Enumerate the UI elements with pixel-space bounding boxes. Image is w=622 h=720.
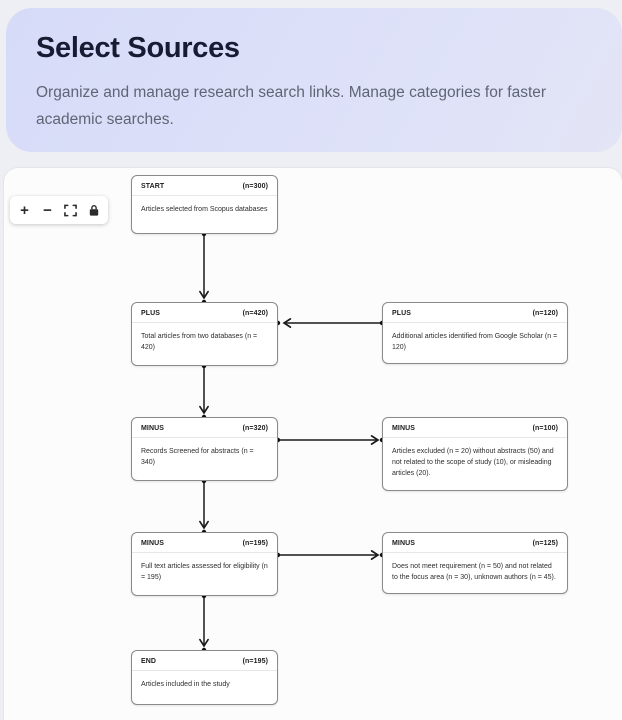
fit-view-button[interactable] xyxy=(59,198,82,222)
fit-view-icon xyxy=(64,204,77,217)
node-description: Additional articles identified from Goog… xyxy=(392,333,558,352)
flow-node-end[interactable]: END (n=195) Articles included in the stu… xyxy=(131,650,278,705)
node-type-label: MINUS xyxy=(392,540,416,547)
node-description: Articles selected from Scopus databases xyxy=(141,206,268,213)
node-count: (n=420) xyxy=(242,310,268,317)
node-description: Does not meet requirement (n = 50) and n… xyxy=(392,563,556,582)
node-count: (n=120) xyxy=(532,310,558,317)
lock-icon xyxy=(88,204,100,217)
node-type-label: PLUS xyxy=(392,310,412,317)
node-count: (n=100) xyxy=(532,425,558,432)
node-description: Articles excluded (n = 20) without abstr… xyxy=(392,448,554,478)
minus-icon: − xyxy=(43,201,52,219)
page-header: Select Sources Organize and manage resea… xyxy=(6,8,622,152)
page-title: Select Sources xyxy=(36,32,240,64)
canvas-controls: + − xyxy=(10,196,108,224)
lock-button[interactable] xyxy=(82,198,105,222)
flow-node-minus-320[interactable]: MINUS (n=320) Records Screened for abstr… xyxy=(131,417,278,481)
node-description: Articles included in the study xyxy=(141,681,230,688)
node-description: Full text articles assessed for eligibil… xyxy=(141,563,268,582)
node-type-label: START xyxy=(141,183,165,190)
flow-canvas[interactable]: + − xyxy=(4,168,622,720)
flow-node-minus-100[interactable]: MINUS (n=100) Articles excluded (n = 20)… xyxy=(382,417,568,491)
node-type-label: MINUS xyxy=(141,540,165,547)
plus-icon: + xyxy=(20,201,29,219)
node-description: Total articles from two databases (n = 4… xyxy=(141,333,258,352)
node-type-label: MINUS xyxy=(392,425,416,432)
flow-node-plus-420[interactable]: PLUS (n=420) Total articles from two dat… xyxy=(131,302,278,366)
flow-node-minus-195[interactable]: MINUS (n=195) Full text articles assesse… xyxy=(131,532,278,596)
node-type-label: END xyxy=(141,658,157,665)
node-description: Records Screened for abstracts (n = 340) xyxy=(141,448,254,467)
flow-node-start[interactable]: START (n=300) Articles selected from Sco… xyxy=(131,175,278,234)
zoom-in-button[interactable]: + xyxy=(13,198,36,222)
node-type-label: MINUS xyxy=(141,425,165,432)
flow-node-plus-120[interactable]: PLUS (n=120) Additional articles identif… xyxy=(382,302,568,364)
node-count: (n=195) xyxy=(242,658,268,665)
node-count: (n=320) xyxy=(242,425,268,432)
node-count: (n=195) xyxy=(242,540,268,547)
node-type-label: PLUS xyxy=(141,310,161,317)
zoom-out-button[interactable]: − xyxy=(36,198,59,222)
flow-node-minus-125[interactable]: MINUS (n=125) Does not meet requirement … xyxy=(382,532,568,594)
node-count: (n=300) xyxy=(242,183,268,190)
page-subtitle: Organize and manage research search link… xyxy=(36,84,547,129)
node-count: (n=125) xyxy=(532,540,558,547)
